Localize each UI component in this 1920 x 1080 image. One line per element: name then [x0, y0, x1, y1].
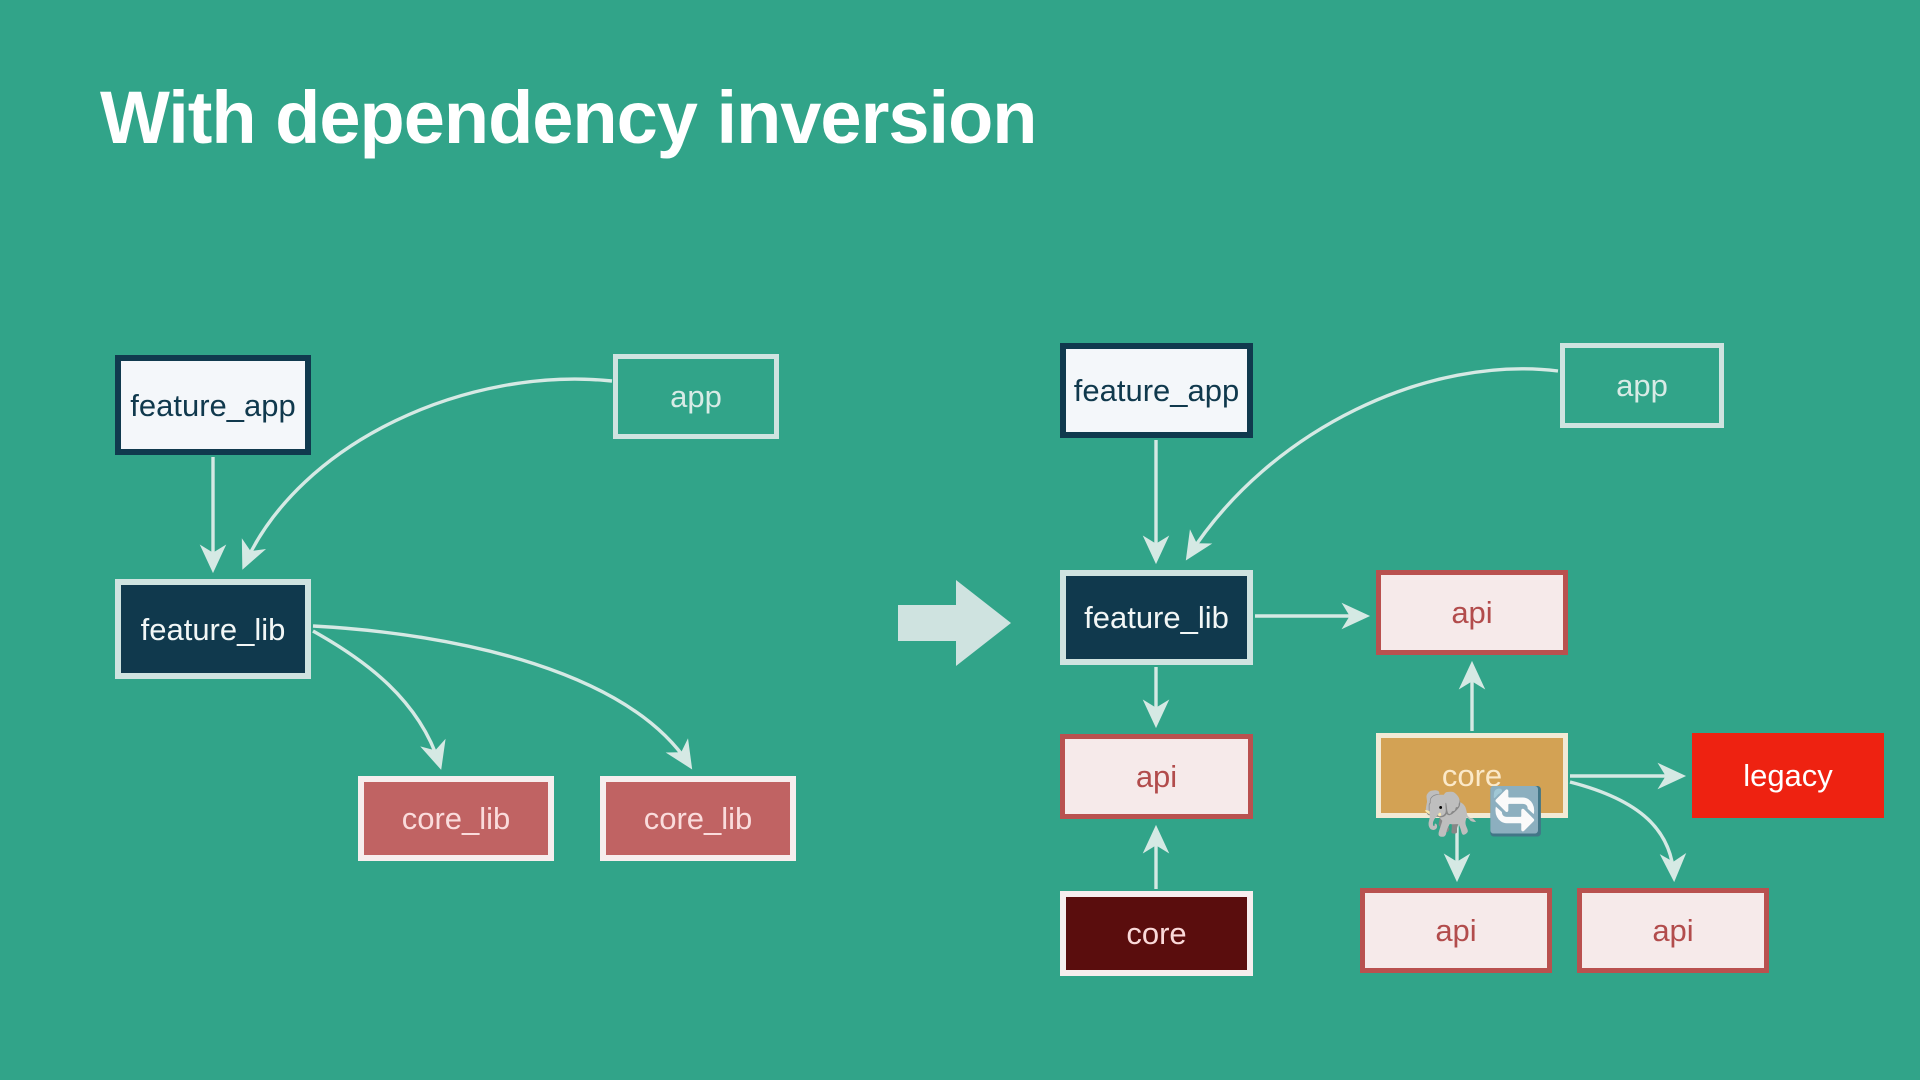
refresh-sync-icon: 🔄 — [1487, 785, 1545, 837]
node-l-core-lib-2[interactable]: core_lib — [600, 776, 796, 861]
node-l-feature-app[interactable]: feature_app — [115, 355, 311, 455]
edge-l-feature-lib-to-core-lib-2 — [312, 624, 693, 770]
transition-arrow-icon — [898, 580, 1011, 666]
edge-l-feature-lib-to-core-lib-1 — [312, 629, 446, 770]
node-r-core-amber[interactable]: core — [1376, 733, 1568, 818]
node-l-core-lib-1[interactable]: core_lib — [358, 776, 554, 861]
node-r-legacy[interactable]: legacy — [1692, 733, 1884, 818]
node-r-feature-lib[interactable]: feature_lib — [1060, 570, 1253, 665]
node-r-core-dark[interactable]: core — [1060, 891, 1253, 976]
edge-r-core-amber-to-api-bottom-2 — [1569, 780, 1687, 883]
node-r-api-bottom-2[interactable]: api — [1577, 888, 1769, 973]
elephant-icon: 🐘 — [1422, 787, 1480, 839]
node-r-api-mid[interactable]: api — [1060, 734, 1253, 819]
node-r-api-top[interactable]: api — [1376, 570, 1568, 655]
node-r-feature-app[interactable]: feature_app — [1060, 343, 1253, 438]
node-r-app[interactable]: app — [1560, 343, 1724, 428]
node-l-feature-lib[interactable]: feature_lib — [115, 579, 311, 679]
node-l-app[interactable]: app — [613, 354, 779, 439]
node-r-api-bottom-1[interactable]: api — [1360, 888, 1552, 973]
page-title: With dependency inversion — [100, 76, 1037, 159]
